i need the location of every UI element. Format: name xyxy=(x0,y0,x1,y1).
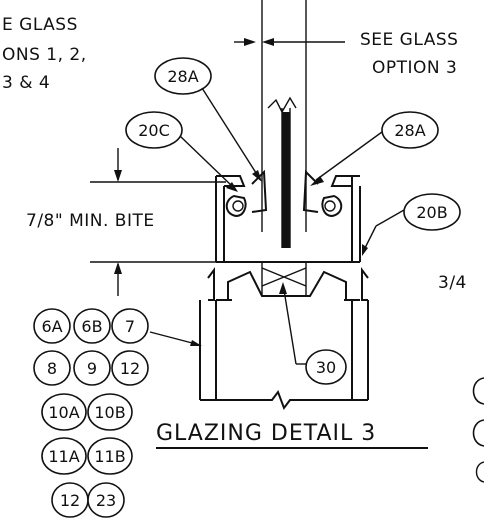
part-bubble: 23 xyxy=(87,482,125,518)
callout-20c: 20C xyxy=(125,111,238,192)
part-label: 11B xyxy=(94,447,125,466)
part-label: 10B xyxy=(94,403,125,422)
part-bubble: 6B xyxy=(73,308,111,344)
callout-label: 20C xyxy=(138,121,170,140)
callout-28a-left: 28A xyxy=(154,57,262,182)
partial-bubble xyxy=(472,419,484,447)
part-bubble: 10B xyxy=(87,393,133,431)
parts-grid: 6A 6B 7 8 9 12 10A 10B 11A 11B 12 23 xyxy=(33,308,149,518)
min-bite-label: 7/8" MIN. BITE xyxy=(26,211,155,231)
see-glass-note-left: E GLASS ONS 1, 2, 3 & 4 xyxy=(2,15,87,93)
part-label: 6A xyxy=(41,317,62,336)
note-line: 3 & 4 xyxy=(2,73,50,93)
partial-bubble xyxy=(472,377,484,405)
part-label: 11A xyxy=(48,447,79,466)
part-bubble: 11A xyxy=(41,437,87,475)
part-bubble: 10A xyxy=(41,393,87,431)
glass-pane xyxy=(282,112,290,248)
part-bubble: 11B xyxy=(87,437,133,475)
part-label: 6B xyxy=(81,317,102,336)
arrowhead xyxy=(114,262,122,274)
callout-20b: 20B xyxy=(362,193,461,256)
arrowhead xyxy=(114,170,122,182)
part-label: 12 xyxy=(60,491,80,510)
part-bubble: 9 xyxy=(73,350,111,386)
part-bubble: 8 xyxy=(33,350,71,386)
part-label: 12 xyxy=(120,359,140,378)
part-bubble: 12 xyxy=(111,350,149,386)
callout-28a-right: 28A xyxy=(310,111,439,186)
callout-label: 28A xyxy=(394,121,425,140)
mullion-section xyxy=(199,169,369,411)
part-bubble: 7 xyxy=(111,308,149,344)
partial-bubble xyxy=(475,461,484,483)
part-label: 9 xyxy=(87,359,97,378)
detail-title: GLAZING DETAIL 3 xyxy=(156,421,376,446)
callout-label: 28A xyxy=(167,67,198,86)
callout-label: 20B xyxy=(416,203,447,222)
part-label: 10A xyxy=(48,403,79,422)
note-line: OPTION 3 xyxy=(372,58,457,78)
part-label: 7 xyxy=(125,317,135,336)
note-line: ONS 1, 2, xyxy=(2,45,87,65)
part-label: 23 xyxy=(96,491,116,510)
arrowhead xyxy=(244,38,256,46)
callout-label: 30 xyxy=(316,358,336,377)
callout-30: 30 xyxy=(279,282,347,385)
break-line xyxy=(267,96,297,114)
partial-dimension-label: 3/4 xyxy=(438,273,467,293)
note-line: E GLASS xyxy=(2,15,78,35)
arrowhead xyxy=(190,340,202,346)
part-bubble: 12 xyxy=(51,482,89,518)
note-line: SEE GLASS xyxy=(360,30,458,50)
part-label: 8 xyxy=(47,359,57,378)
arrowhead xyxy=(262,38,274,46)
part-bubble: 6A xyxy=(33,308,71,344)
see-glass-note-right: SEE GLASS OPTION 3 xyxy=(360,30,458,78)
leader-line xyxy=(149,331,197,345)
